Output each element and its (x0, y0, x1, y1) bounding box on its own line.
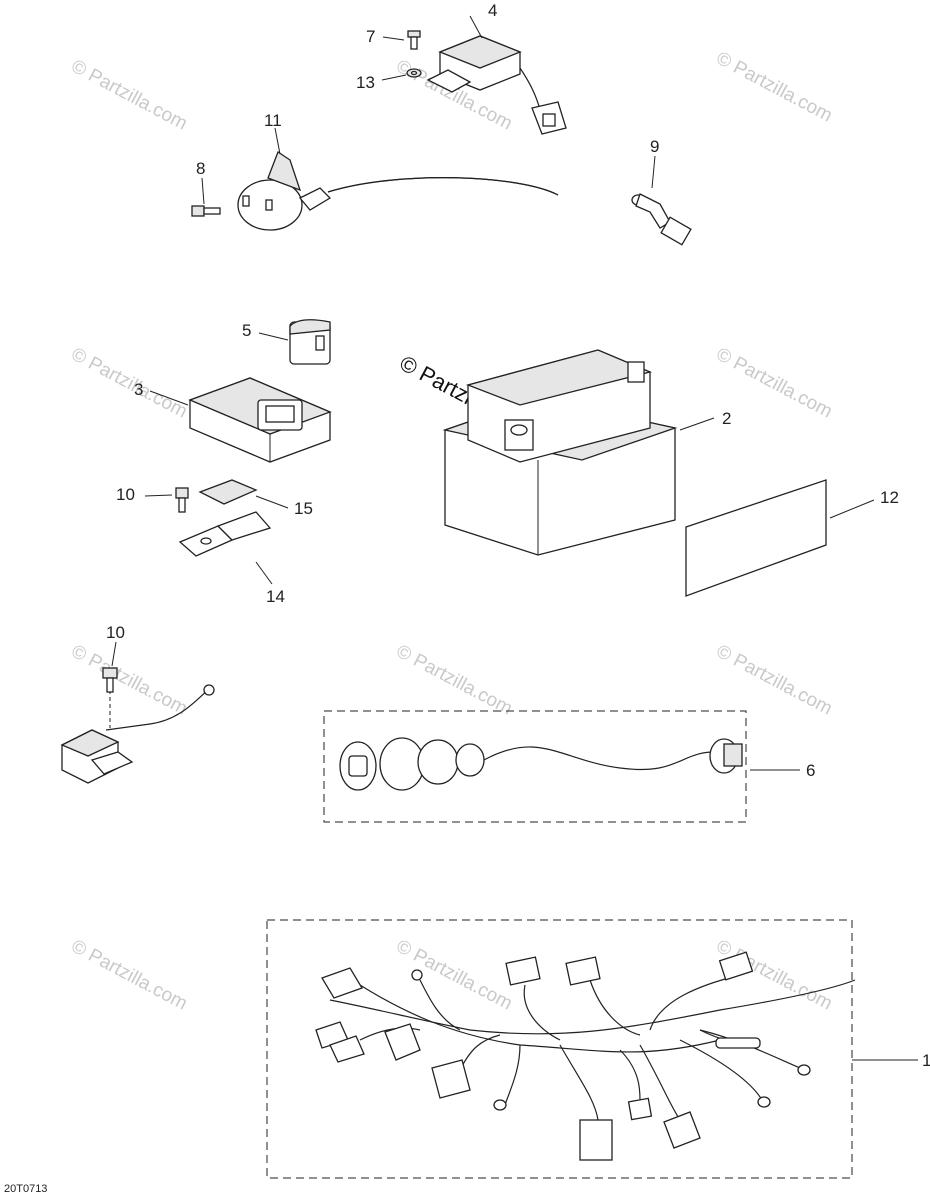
part-4-module (426, 35, 567, 135)
part-15-pad (198, 479, 258, 505)
part-12-label (685, 479, 827, 597)
watermark: © Partzilla.com (393, 936, 516, 1015)
watermark: © Partzilla.com (68, 56, 191, 135)
part-3-control-box (188, 377, 332, 463)
part-6-ignition-switch-kit (323, 710, 747, 823)
callout-9: 9 (650, 137, 659, 156)
callout-5: 5 (242, 321, 251, 340)
callout-3: 3 (134, 380, 143, 399)
part-2-battery (442, 349, 678, 556)
callout-4: 4 (488, 1, 497, 20)
watermark: © Partzilla.com (68, 344, 191, 423)
part-11-ignition-coil (237, 151, 559, 231)
callout-14: 14 (266, 587, 285, 606)
leader-lines (111, 15, 918, 1061)
callout-7: 7 (366, 27, 375, 46)
part-14-bracket (178, 511, 272, 557)
part-5-relay (289, 319, 331, 365)
callout-15: 15 (294, 499, 313, 518)
part-1-wiring-harness (266, 919, 856, 1179)
part-sensor-assembly (60, 684, 215, 784)
callout-10-lower: 10 (106, 623, 125, 642)
part-8-bolt (191, 205, 221, 217)
part-13-washer (406, 68, 422, 78)
watermark: © Partzilla.com (68, 641, 191, 720)
part-7-screw (407, 30, 421, 50)
part-10-bolt-upper (175, 487, 189, 513)
watermark: © Partzilla.com (713, 641, 836, 720)
callout-13: 13 (356, 73, 375, 92)
part-9-spark-plug-cap (631, 193, 692, 246)
part-10-bolt-lower (102, 667, 118, 693)
callout-10-upper: 10 (116, 485, 135, 504)
watermark: © Partzilla.com (713, 48, 836, 127)
callout-2: 2 (722, 409, 731, 428)
callouts: 4 7 13 11 8 9 5 3 2 12 10 15 14 10 6 1 (106, 1, 930, 1070)
callout-11: 11 (264, 111, 282, 130)
watermark: © Partzilla.com (68, 936, 191, 1015)
callout-8: 8 (196, 159, 205, 178)
callout-12: 12 (880, 488, 899, 507)
callout-6: 6 (806, 761, 815, 780)
watermark: © Partzilla.com (393, 641, 516, 720)
drawing-number: 20T0713 (4, 1183, 48, 1195)
callout-1: 1 (922, 1051, 930, 1070)
